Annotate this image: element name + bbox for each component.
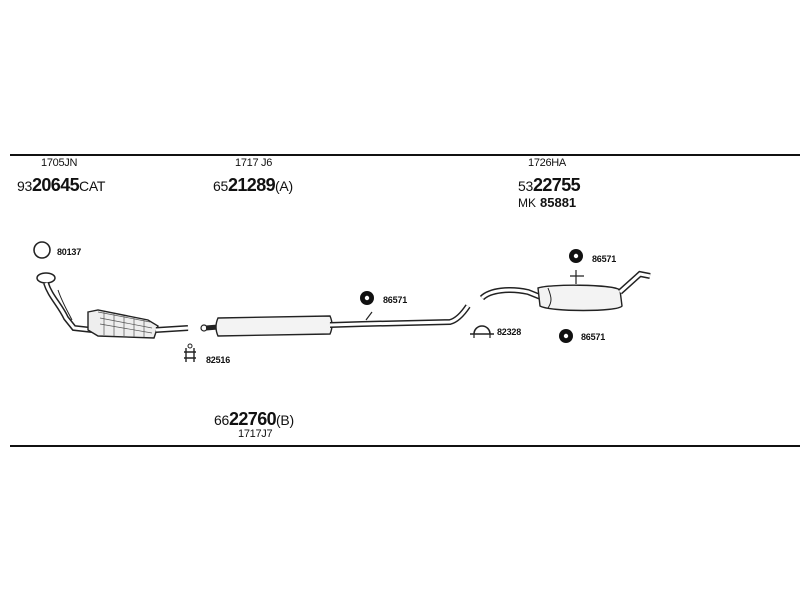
middle-pipe-part-number-suffix: (B) xyxy=(276,412,294,428)
catalyst-part-number-main: 20645 xyxy=(31,175,80,195)
front-silencer-part-number-prefix: 65 xyxy=(213,178,228,194)
catalyst-outlet-pipe-fill xyxy=(155,326,189,332)
rear-silencer-inlet-pipe-fill xyxy=(480,288,549,302)
catalyst-heat-shield-line xyxy=(57,289,73,321)
catalytic-converter xyxy=(36,272,189,339)
bottom-divider-line xyxy=(10,445,800,447)
ring-gasket-icon xyxy=(33,241,51,259)
ring-gasket-callout: 80137 xyxy=(57,247,82,257)
front-silencer xyxy=(200,304,471,337)
rear-silencer-hanger-bracket xyxy=(570,270,584,284)
middle-hanger-callout: 86571 xyxy=(383,295,408,305)
rear-bottom-hanger-callout: 86571 xyxy=(581,332,606,342)
catalyst-part-number: 9320645CAT xyxy=(17,176,105,194)
catalyst-downpipe-fill xyxy=(44,282,93,332)
catalyst-inlet-flange xyxy=(36,272,56,284)
rear-bottom-hanger-icon xyxy=(559,329,573,343)
rear-silencer-mk-number: MK 85881 xyxy=(518,196,576,209)
rear-silencer-seam xyxy=(547,287,552,309)
catalyst-hatching xyxy=(97,311,153,337)
top-divider-line xyxy=(10,154,800,156)
front-silencer-part-number-main: 21289 xyxy=(227,175,276,195)
front-silencer-body xyxy=(215,315,333,337)
middle-pipe-part-number-prefix: 66 xyxy=(214,412,229,428)
catalyst-body xyxy=(87,309,159,339)
catalyst-code-label: 1705JN xyxy=(41,157,78,169)
front-clamp-icon xyxy=(184,343,196,362)
rear-clamp-callout: 82328 xyxy=(497,327,522,337)
rear-top-hanger-callout: 86571 xyxy=(592,254,617,264)
catalyst-part-number-suffix: CAT xyxy=(79,178,106,194)
middle-pipe-part-number: 6622760(B) xyxy=(214,410,294,428)
front-clamp-callout: 82516 xyxy=(206,355,231,365)
rear-top-hanger-icon xyxy=(569,249,583,263)
catalyst-part-number-prefix: 93 xyxy=(17,178,32,194)
rear-clamp-icon xyxy=(470,325,494,338)
front-silencer-tailpipe-fill xyxy=(329,305,470,327)
front-silencer-code-label: 1717 J6 xyxy=(235,157,273,169)
rear-silencer-part-number-main: 22755 xyxy=(532,175,581,195)
rear-silencer-part-number: 5322755 xyxy=(518,175,581,195)
front-silencer-part-number: 6521289(A) xyxy=(213,176,293,194)
rear-silencer-code-label: 1726HA xyxy=(528,157,566,169)
rear-silencer-body xyxy=(537,284,623,312)
rear-silencer-mk-label: MK xyxy=(518,196,536,210)
rear-silencer xyxy=(479,270,651,312)
front-silencer-part-number-suffix: (A) xyxy=(275,178,293,194)
rear-silencer-tailpipe-fill xyxy=(618,272,651,294)
middle-pipe-part-number-main: 22760 xyxy=(228,409,277,429)
front-silencer-hanger-bracket xyxy=(365,311,373,321)
rear-silencer-part-number-prefix: 53 xyxy=(518,178,533,194)
middle-pipe-code-label: 1717J7 xyxy=(238,428,273,440)
middle-hanger-icon xyxy=(360,291,374,305)
rear-silencer-mk-value: 85881 xyxy=(540,195,577,210)
